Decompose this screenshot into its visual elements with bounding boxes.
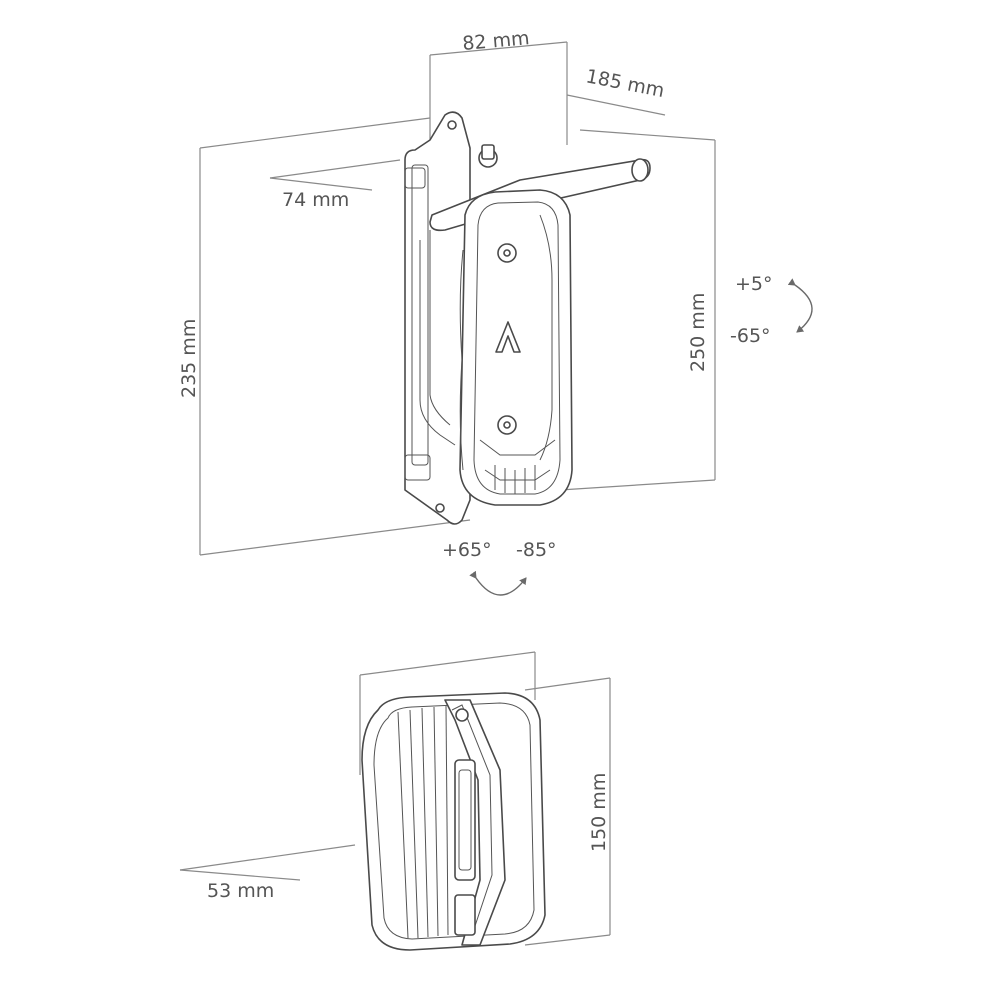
label-tilt-down: -65° — [730, 325, 771, 347]
speaker-back — [361, 692, 546, 951]
label-bottom-height: 150 mm — [588, 773, 610, 852]
top-dimension-lines — [199, 41, 716, 556]
bottom-view-group — [179, 651, 611, 951]
label-arm-depth: 74 mm — [282, 189, 349, 211]
mount-bracket-back — [444, 699, 506, 946]
label-top-width: 82 mm — [462, 27, 531, 55]
label-left-height: 235 mm — [178, 319, 200, 398]
swivel-arrow — [469, 570, 527, 596]
tilt-arrow — [787, 278, 813, 333]
label-depth: 185 mm — [584, 65, 666, 102]
label-tilt-up: +5° — [735, 273, 773, 295]
label-bottom-depth: 53 mm — [207, 880, 274, 902]
label-swivel-left: +65° — [442, 539, 492, 561]
bottom-dimension-lines — [179, 651, 611, 946]
speaker-front — [459, 189, 573, 506]
label-swivel-right: -85° — [516, 539, 557, 561]
label-right-height: 250 mm — [687, 293, 709, 372]
top-view-group — [199, 41, 813, 596]
